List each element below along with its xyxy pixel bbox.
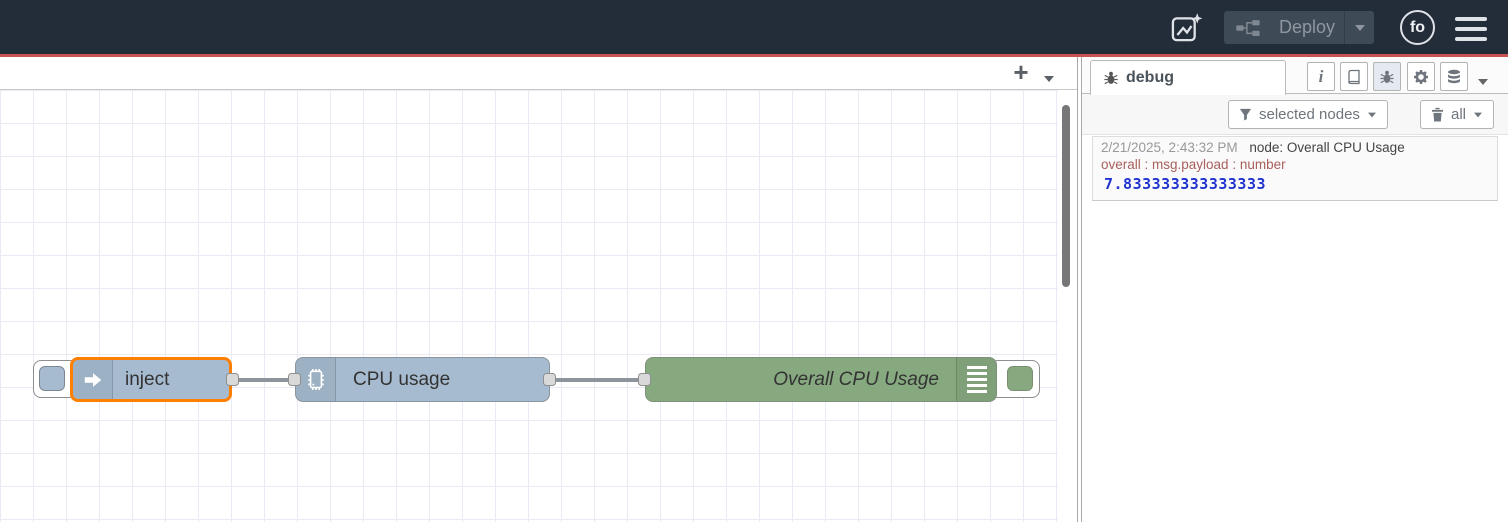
inject-trigger-button-face: [39, 366, 65, 391]
cpu-icon-region: [296, 358, 336, 401]
deploy-options-button[interactable]: [1344, 11, 1374, 44]
node-label: CPU usage: [353, 368, 451, 390]
gear-icon: [1414, 69, 1428, 84]
user-avatar[interactable]: fo: [1400, 10, 1435, 45]
sidebar-tabs-overflow-button[interactable]: [1478, 72, 1488, 90]
add-flow-button[interactable]: +: [1013, 57, 1029, 87]
tab-debug-label: debug: [1126, 69, 1174, 86]
sidebar-tab-config-nodes[interactable]: [1407, 62, 1435, 91]
bug-icon: [1104, 71, 1118, 85]
book-icon: [1348, 69, 1360, 84]
node-label: Overall CPU Usage: [773, 368, 939, 390]
chevron-down-icon: [1367, 112, 1376, 117]
node-label: inject: [125, 368, 170, 390]
debug-message-list: 2/21/2025, 2:43:32 PM node: Overall CPU …: [1082, 135, 1508, 522]
hamburger-icon: [1455, 27, 1487, 31]
avatar-initials: fo: [1409, 18, 1426, 36]
node-inject[interactable]: inject: [70, 357, 232, 402]
debug-filter-button[interactable]: selected nodes: [1228, 100, 1388, 129]
filter-funnel-icon: [1239, 108, 1252, 121]
tab-debug[interactable]: debug: [1090, 60, 1286, 95]
debug-list-icon: [966, 366, 987, 393]
debug-filter-label: selected nodes: [1259, 106, 1360, 123]
wire[interactable]: [233, 378, 295, 382]
debug-toggle-button-face: [1007, 366, 1033, 391]
debug-sidebar: debug i: [1082, 57, 1508, 522]
flow-tab-bar: +: [0, 57, 1077, 90]
debug-icon-region: [956, 358, 996, 401]
output-port[interactable]: [226, 373, 239, 386]
chevron-down-icon: [1044, 76, 1054, 82]
trash-icon: [1431, 107, 1444, 122]
debug-message-header: 2/21/2025, 2:43:32 PM node: Overall CPU …: [1101, 140, 1489, 155]
sidebar-tab-info[interactable]: i: [1307, 62, 1335, 91]
hamburger-icon: [1455, 17, 1487, 21]
canvas-grid[interactable]: [0, 90, 1058, 522]
node-cpu-usage[interactable]: CPU usage: [295, 357, 550, 402]
debug-toolbar: selected nodes all: [1082, 94, 1508, 135]
debug-clear-button[interactable]: all: [1420, 100, 1495, 129]
node-debug-overall-cpu-usage[interactable]: Overall CPU Usage: [645, 357, 997, 402]
info-icon: i: [1318, 66, 1324, 86]
hamburger-icon: [1455, 37, 1487, 41]
debug-message-source: node: Overall CPU Usage: [1249, 140, 1405, 155]
debug-message-timestamp: 2/21/2025, 2:43:32 PM: [1101, 140, 1238, 155]
deploy-nodes-icon: [1236, 19, 1262, 36]
wire[interactable]: [550, 378, 645, 382]
input-port[interactable]: [288, 373, 301, 386]
output-port[interactable]: [543, 373, 556, 386]
inject-icon-region: [73, 360, 113, 399]
main-menu-button[interactable]: [1455, 17, 1487, 41]
cpu-chip-icon: [307, 368, 324, 390]
sidebar-tab-bar: debug i: [1082, 57, 1508, 95]
input-port[interactable]: [638, 373, 651, 386]
assistant-chart-sparkle-icon[interactable]: [1168, 10, 1206, 46]
sidebar-tab-debug-messages[interactable]: [1373, 62, 1401, 91]
debug-message-value[interactable]: 7.833333333333333: [1104, 175, 1267, 193]
chevron-down-icon: [1478, 79, 1488, 85]
canvas-vertical-scrollbar[interactable]: [1062, 105, 1070, 287]
bug-icon: [1380, 70, 1394, 83]
flow-canvas[interactable]: + inject CPU usage: [0, 57, 1077, 522]
deploy-button-label: Deploy: [1278, 17, 1336, 37]
deploy-button[interactable]: Deploy: [1224, 11, 1374, 44]
sidebar-tab-help[interactable]: [1340, 62, 1368, 91]
chevron-down-icon: [1474, 112, 1483, 117]
debug-message-meta: overall : msg.payload : number: [1101, 157, 1286, 172]
database-icon: [1448, 69, 1460, 83]
chevron-down-icon: [1354, 24, 1365, 31]
inject-arrow-icon: [84, 372, 101, 387]
debug-toggle-button[interactable]: [990, 360, 1040, 398]
flow-list-button[interactable]: [1044, 69, 1054, 87]
debug-clear-label: all: [1451, 106, 1467, 123]
sidebar-splitter[interactable]: [1077, 57, 1082, 522]
app-header: Deploy fo: [0, 0, 1508, 57]
sidebar-tab-context-data[interactable]: [1440, 62, 1468, 91]
debug-message[interactable]: 2/21/2025, 2:43:32 PM node: Overall CPU …: [1092, 136, 1498, 201]
